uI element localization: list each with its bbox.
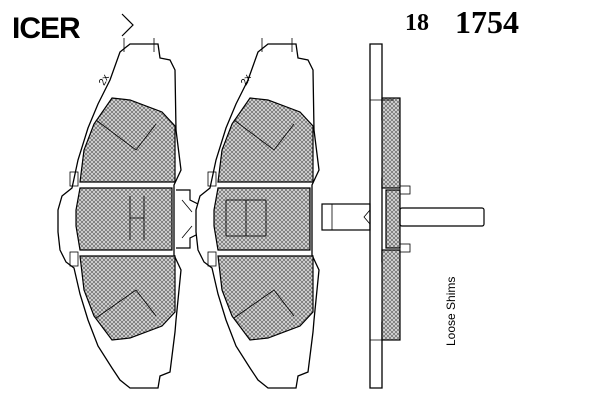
wear-clip (176, 189, 199, 249)
friction-profile (385, 189, 401, 249)
side-profile-view: Loose Shims (321, 43, 485, 389)
quantity-label: 2x (97, 73, 112, 88)
clip-tab (207, 251, 217, 267)
brand-logo: ICER (12, 12, 81, 45)
piston-profile (321, 203, 371, 231)
contour-line (95, 289, 157, 319)
profile-line (370, 99, 394, 341)
brake-pad-left: 2x (57, 38, 182, 389)
pin-tip (363, 208, 371, 226)
guide-pin (399, 207, 485, 227)
header: ICER 18 1754 (12, 4, 519, 45)
part-number: 1754 (455, 4, 519, 40)
friction-material (79, 255, 176, 341)
ear-line (123, 38, 155, 52)
friction-material (217, 97, 314, 183)
brake-pad-right: 2x (195, 38, 320, 389)
contour-line (233, 119, 295, 151)
sensor-tab (399, 185, 411, 195)
friction-material (79, 97, 176, 183)
clip-tab (207, 171, 217, 187)
quantity-label: 2x (239, 73, 254, 88)
logo-mark (121, 13, 134, 37)
loose-shims-label: Loose Shims (444, 277, 458, 346)
friction-material (75, 187, 173, 251)
friction-profile (381, 97, 401, 189)
center-slot (129, 196, 145, 240)
part-number-prefix: 18 (405, 10, 429, 36)
contour-line (233, 289, 295, 319)
friction-material (213, 187, 311, 251)
sensor-tab (399, 243, 411, 253)
friction-material (217, 255, 314, 341)
contour-line (95, 119, 157, 151)
clip-tab (69, 251, 79, 267)
clip-tab (69, 171, 79, 187)
friction-profile (381, 249, 401, 341)
ear-line (261, 38, 293, 52)
